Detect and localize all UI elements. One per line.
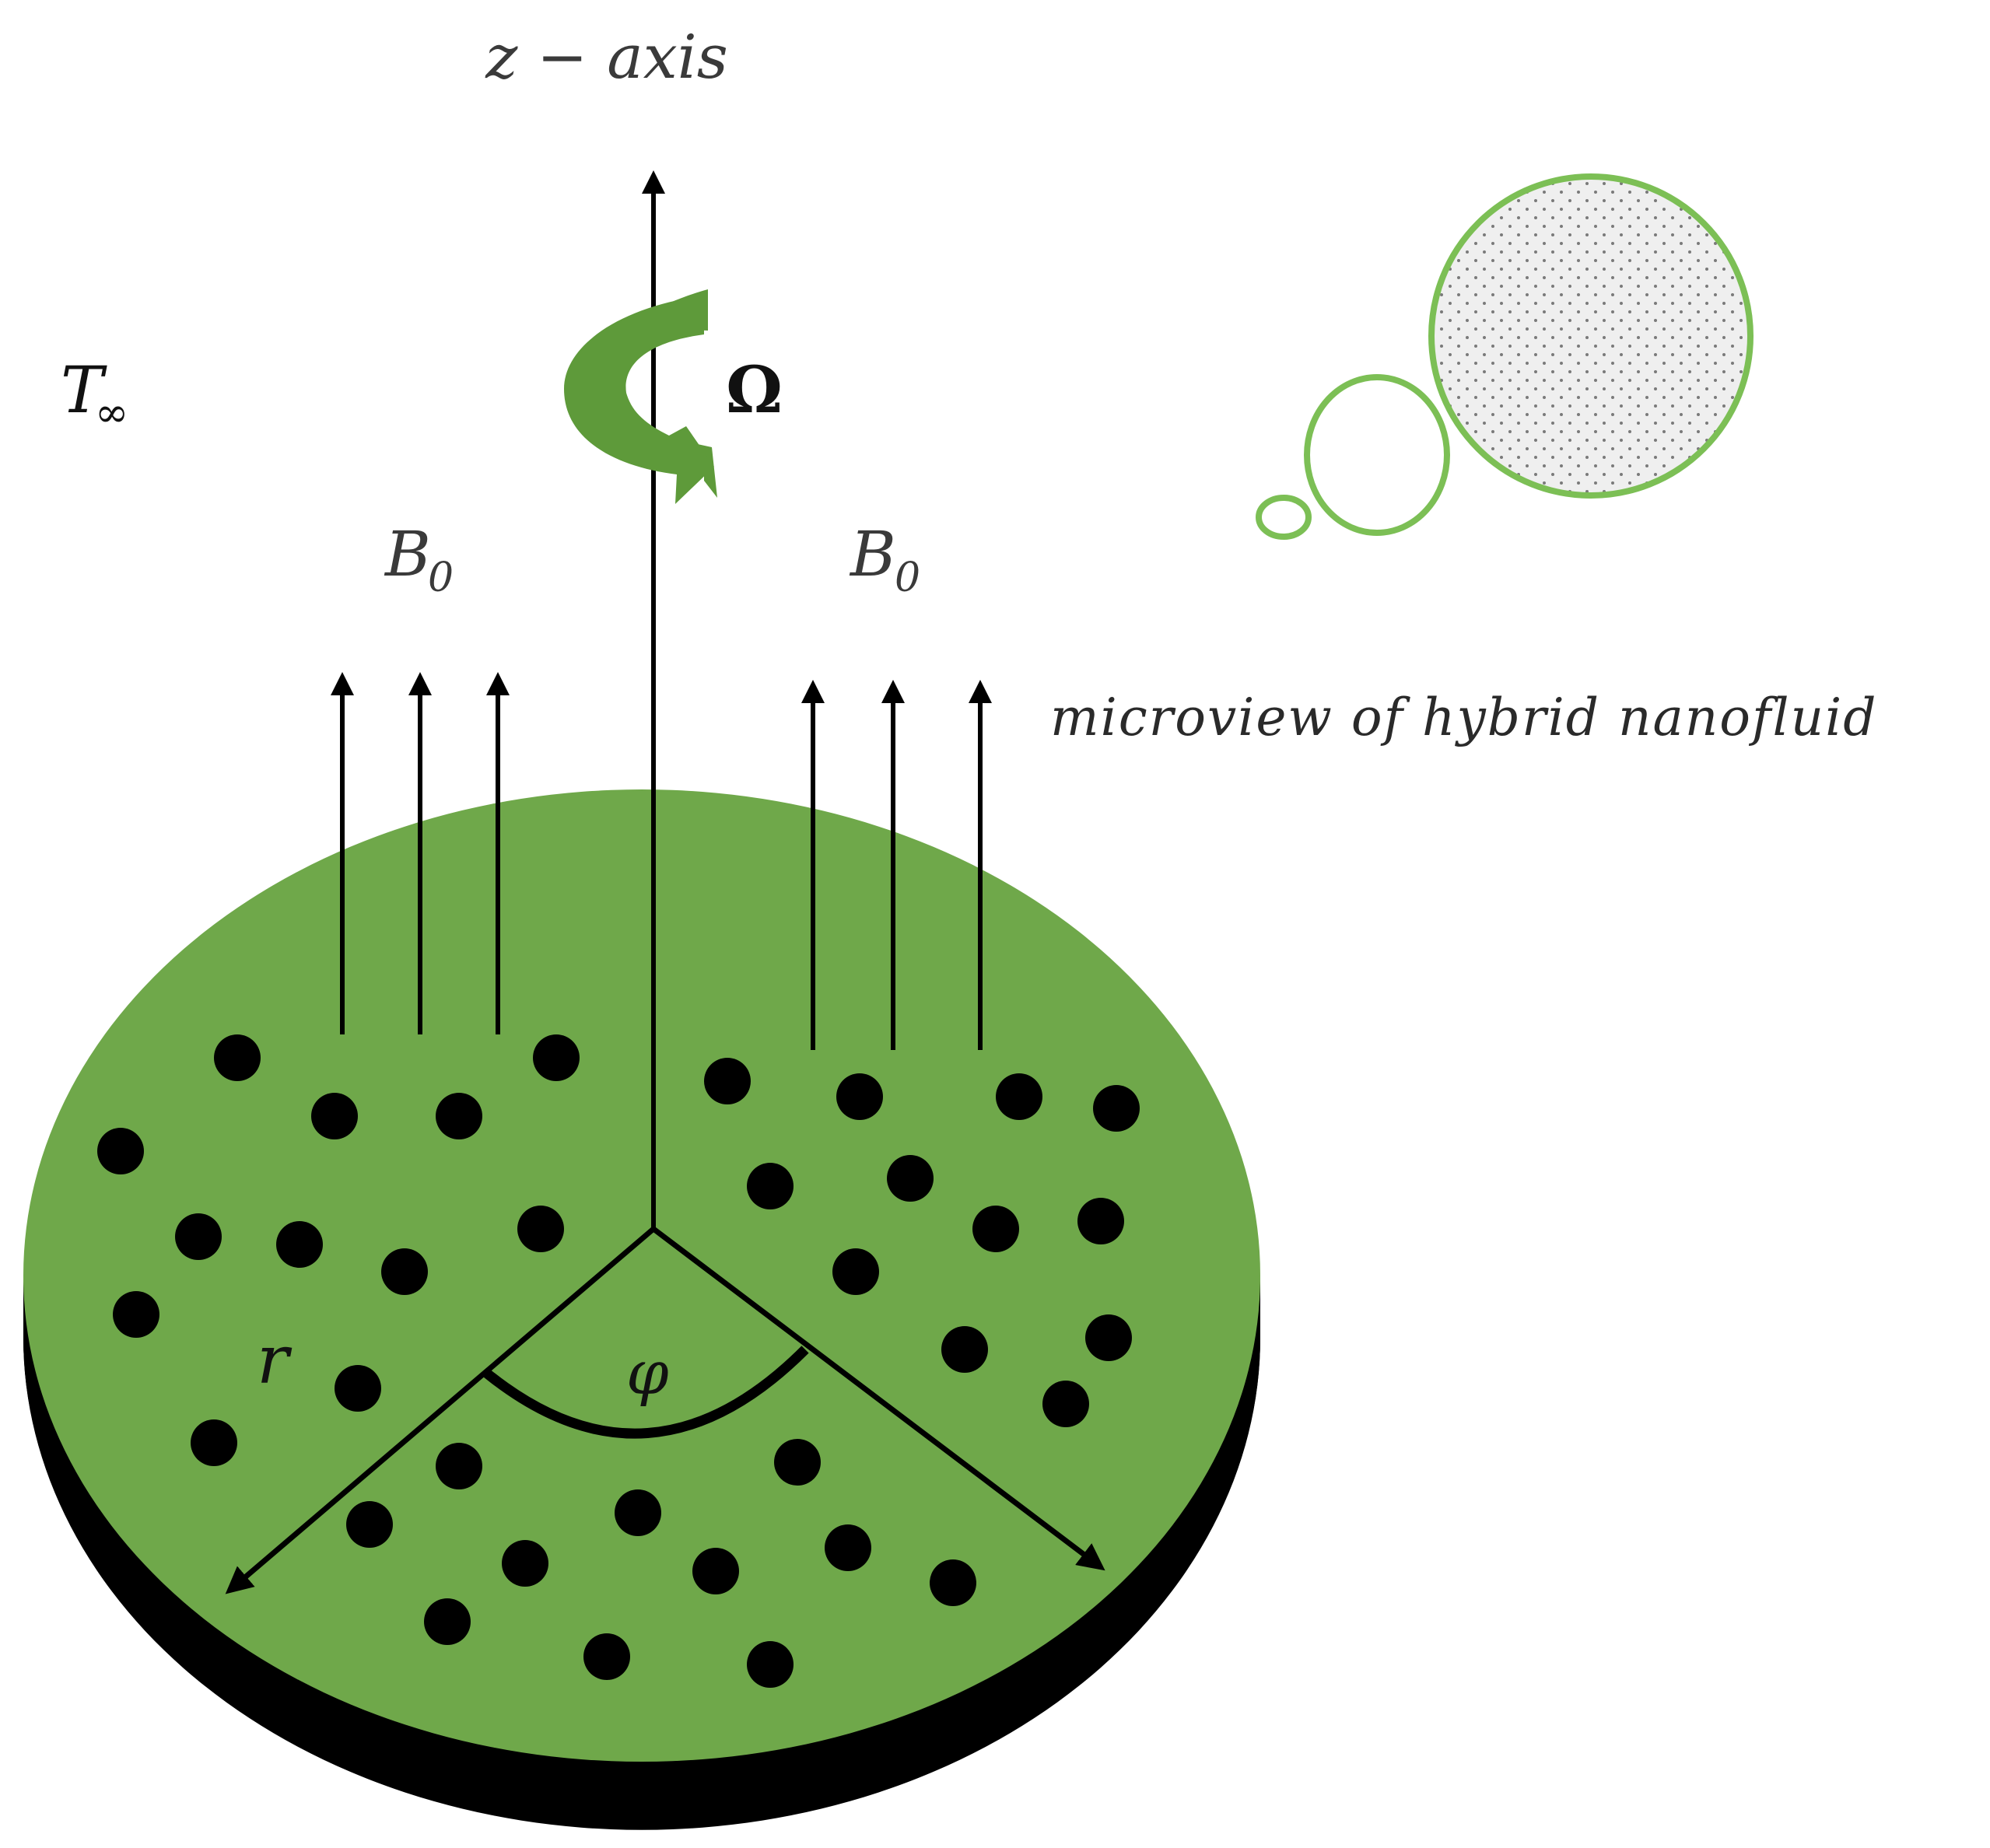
ambient-temperature-label: T ∞ [61, 354, 128, 436]
nanoparticle [1093, 1085, 1140, 1132]
nanoparticle [930, 1559, 976, 1606]
z-axis-label: z − axis [485, 23, 728, 93]
nanoparticle [747, 1163, 794, 1209]
nanoparticle [825, 1524, 871, 1571]
nanoparticles [97, 1034, 1140, 1688]
nanoparticle [941, 1326, 988, 1373]
nanoparticle [381, 1248, 428, 1295]
nanoparticle [533, 1034, 580, 1081]
nanoparticle [832, 1248, 879, 1295]
nanoparticle [424, 1598, 471, 1645]
nanoparticle [276, 1221, 323, 1268]
angular-velocity-label: Ω [726, 353, 783, 428]
nanoparticle [346, 1501, 393, 1548]
nanoparticle [692, 1548, 739, 1594]
radius-label: r [257, 1321, 293, 1399]
radius-arrow-left [225, 1227, 656, 1594]
nanoparticle [836, 1073, 883, 1120]
rotating-disk [23, 789, 1260, 1830]
nanoparticle [214, 1034, 261, 1081]
nanoparticle [1077, 1198, 1124, 1244]
nanoparticle [1085, 1314, 1132, 1361]
ambient-temperature-symbol: T [61, 354, 107, 428]
bubble-large [1428, 173, 1754, 499]
nanoparticle [191, 1419, 237, 1466]
nanoparticle [335, 1365, 381, 1412]
magnetic-field-label-left: B 0 [384, 518, 454, 601]
nanoparticle [972, 1206, 1019, 1252]
magnetic-field-label-right: B 0 [849, 518, 920, 601]
nanoparticle [502, 1540, 548, 1587]
nanoparticle [175, 1213, 222, 1260]
radius-arrow-right [651, 1227, 1105, 1571]
thought-bubble-icon [1256, 173, 1754, 540]
ambient-temperature-subscript: ∞ [95, 390, 128, 436]
nanoparticle [436, 1093, 482, 1139]
nanoparticle [774, 1439, 821, 1486]
bubble-medium [1304, 374, 1450, 536]
nanoparticle [113, 1291, 159, 1338]
nanoparticle [1042, 1381, 1089, 1427]
disk-top-surface [23, 789, 1260, 1762]
nanoparticle [704, 1058, 751, 1104]
nanoparticle [996, 1073, 1042, 1120]
magnetic-field-symbol-left: B [384, 518, 431, 590]
magnetic-field-subscript-left: 0 [428, 555, 454, 601]
nanoparticle [747, 1641, 794, 1688]
bubble-small [1256, 495, 1312, 540]
nanoparticle [436, 1443, 482, 1489]
magnetic-field-arrows-right [801, 680, 992, 1050]
curved-arrow-icon [564, 289, 717, 504]
nanoparticle [517, 1206, 564, 1252]
magnetic-field-subscript-right: 0 [895, 555, 920, 601]
nanoparticle [583, 1633, 630, 1680]
nanoparticle [615, 1489, 661, 1536]
angle-label: φ [626, 1339, 669, 1409]
magnetic-field-arrows-left [331, 672, 510, 1034]
angle-arc [482, 1346, 809, 1439]
nanoparticle [887, 1155, 934, 1202]
nanoparticle [97, 1128, 144, 1174]
microview-caption: microview of hybrid nanofluid [1050, 688, 1877, 747]
magnetic-field-symbol-right: B [849, 518, 896, 590]
nanoparticle [311, 1093, 358, 1139]
